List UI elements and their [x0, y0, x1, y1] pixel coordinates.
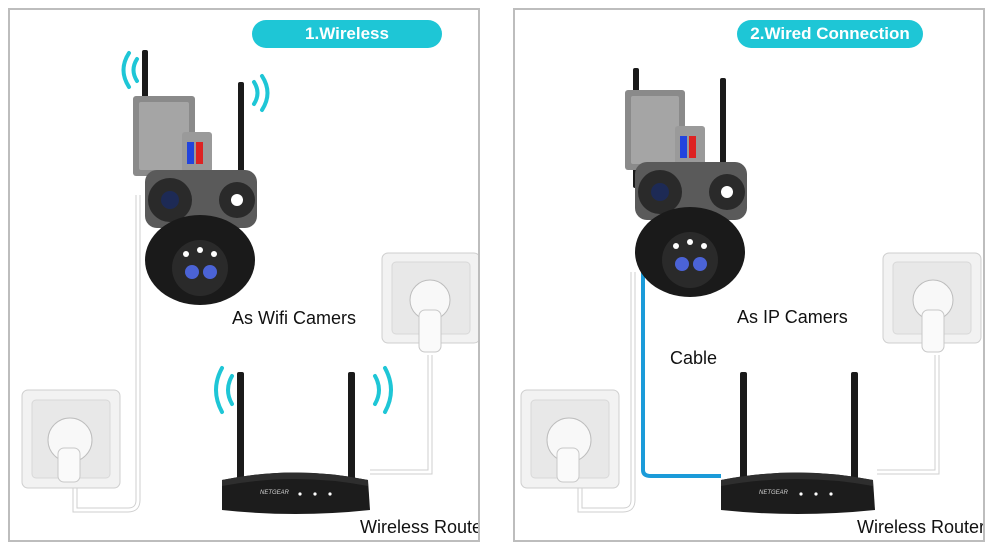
- wifi-signal-icon: [214, 366, 393, 414]
- svg-text:NETGEAR: NETGEAR: [759, 490, 789, 496]
- router-label: Wireless Router: [360, 517, 480, 537]
- cable-label: Cable: [670, 348, 718, 368]
- power-socket-icon: [381, 252, 478, 353]
- router-icon: NETGEAR: [721, 372, 875, 514]
- wired-connection-panel: NETGEAR 2.Wired Connection As IP Camers …: [513, 8, 985, 542]
- wireless-connection-scene: NETGEAR: [21, 50, 478, 514]
- router-power-cable: [877, 355, 940, 475]
- power-socket-icon: [21, 389, 121, 489]
- power-socket-icon: [520, 389, 620, 489]
- panel-title-badge: 2.Wired Connection: [737, 20, 923, 48]
- panel-title-badge: 1.Wireless Connection: [252, 20, 442, 71]
- router-power-cable: [370, 355, 433, 475]
- wired-connection-scene: NETGEAR: [520, 68, 982, 514]
- router-label: Wireless Router: [857, 517, 985, 537]
- power-socket-icon: [882, 252, 982, 353]
- svg-text:NETGEAR: NETGEAR: [260, 490, 290, 496]
- wifi-signal-icon: [121, 51, 270, 112]
- router-icon: NETGEAR: [222, 372, 370, 514]
- camera-icon: [625, 68, 747, 297]
- camera-label: As IP Camers: [737, 307, 848, 327]
- camera-icon: [133, 50, 257, 305]
- ethernet-cable-icon: [641, 272, 721, 478]
- camera-label: As Wifi Camers: [232, 308, 357, 328]
- camera-power-cable: [577, 272, 636, 513]
- camera-power-cable: [72, 195, 141, 513]
- wireless-connection-panel: NETGEAR 1.Wireless Connection As Wifi Ca…: [8, 8, 480, 542]
